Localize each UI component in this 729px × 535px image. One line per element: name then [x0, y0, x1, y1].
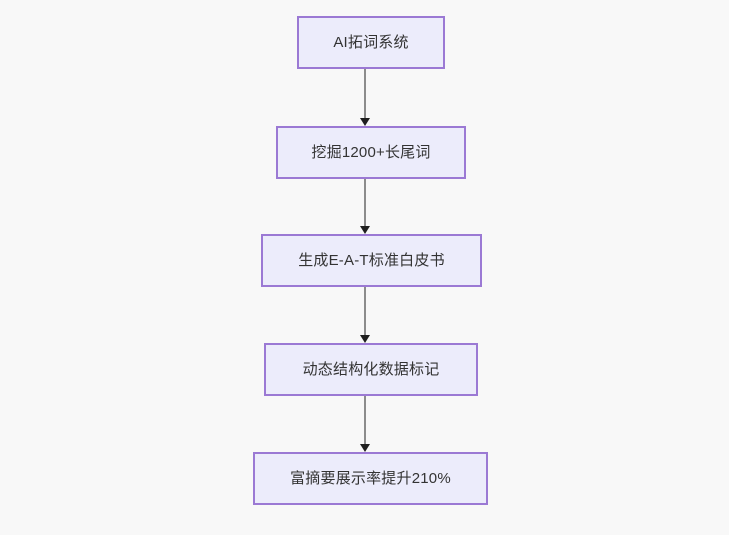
arrow-down-icon [360, 335, 370, 343]
flow-node-label: 动态结构化数据标记 [302, 361, 440, 378]
flow-node-ai-keyword-system[interactable]: AI拓词系统 [297, 16, 445, 69]
flow-node-rich-snippet-impression-uplift[interactable]: 富摘要展示率提升210% [253, 452, 488, 505]
flow-node-dynamic-structured-data-markup[interactable]: 动态结构化数据标记 [264, 343, 478, 396]
arrow-down-icon [360, 118, 370, 126]
connector-line [364, 287, 366, 336]
flow-node-label: 挖掘1200+长尾词 [311, 144, 431, 161]
flow-connector-n3-to-n4 [359, 287, 371, 343]
flow-node-generate-eat-whitepaper[interactable]: 生成E-A-T标准白皮书 [261, 234, 482, 287]
connector-line [364, 396, 366, 445]
flow-node-label: 生成E-A-T标准白皮书 [298, 252, 445, 269]
arrow-down-icon [360, 226, 370, 234]
flow-node-label: 富摘要展示率提升210% [290, 470, 451, 487]
flow-node-label: AI拓词系统 [333, 34, 409, 51]
flow-connector-n1-to-n2 [359, 69, 371, 126]
arrow-down-icon [360, 444, 370, 452]
connector-line [364, 179, 366, 227]
flow-node-mine-longtail-keywords[interactable]: 挖掘1200+长尾词 [276, 126, 466, 179]
connector-line [364, 69, 366, 119]
flow-connector-n2-to-n3 [359, 179, 371, 234]
flow-connector-n4-to-n5 [359, 396, 371, 452]
